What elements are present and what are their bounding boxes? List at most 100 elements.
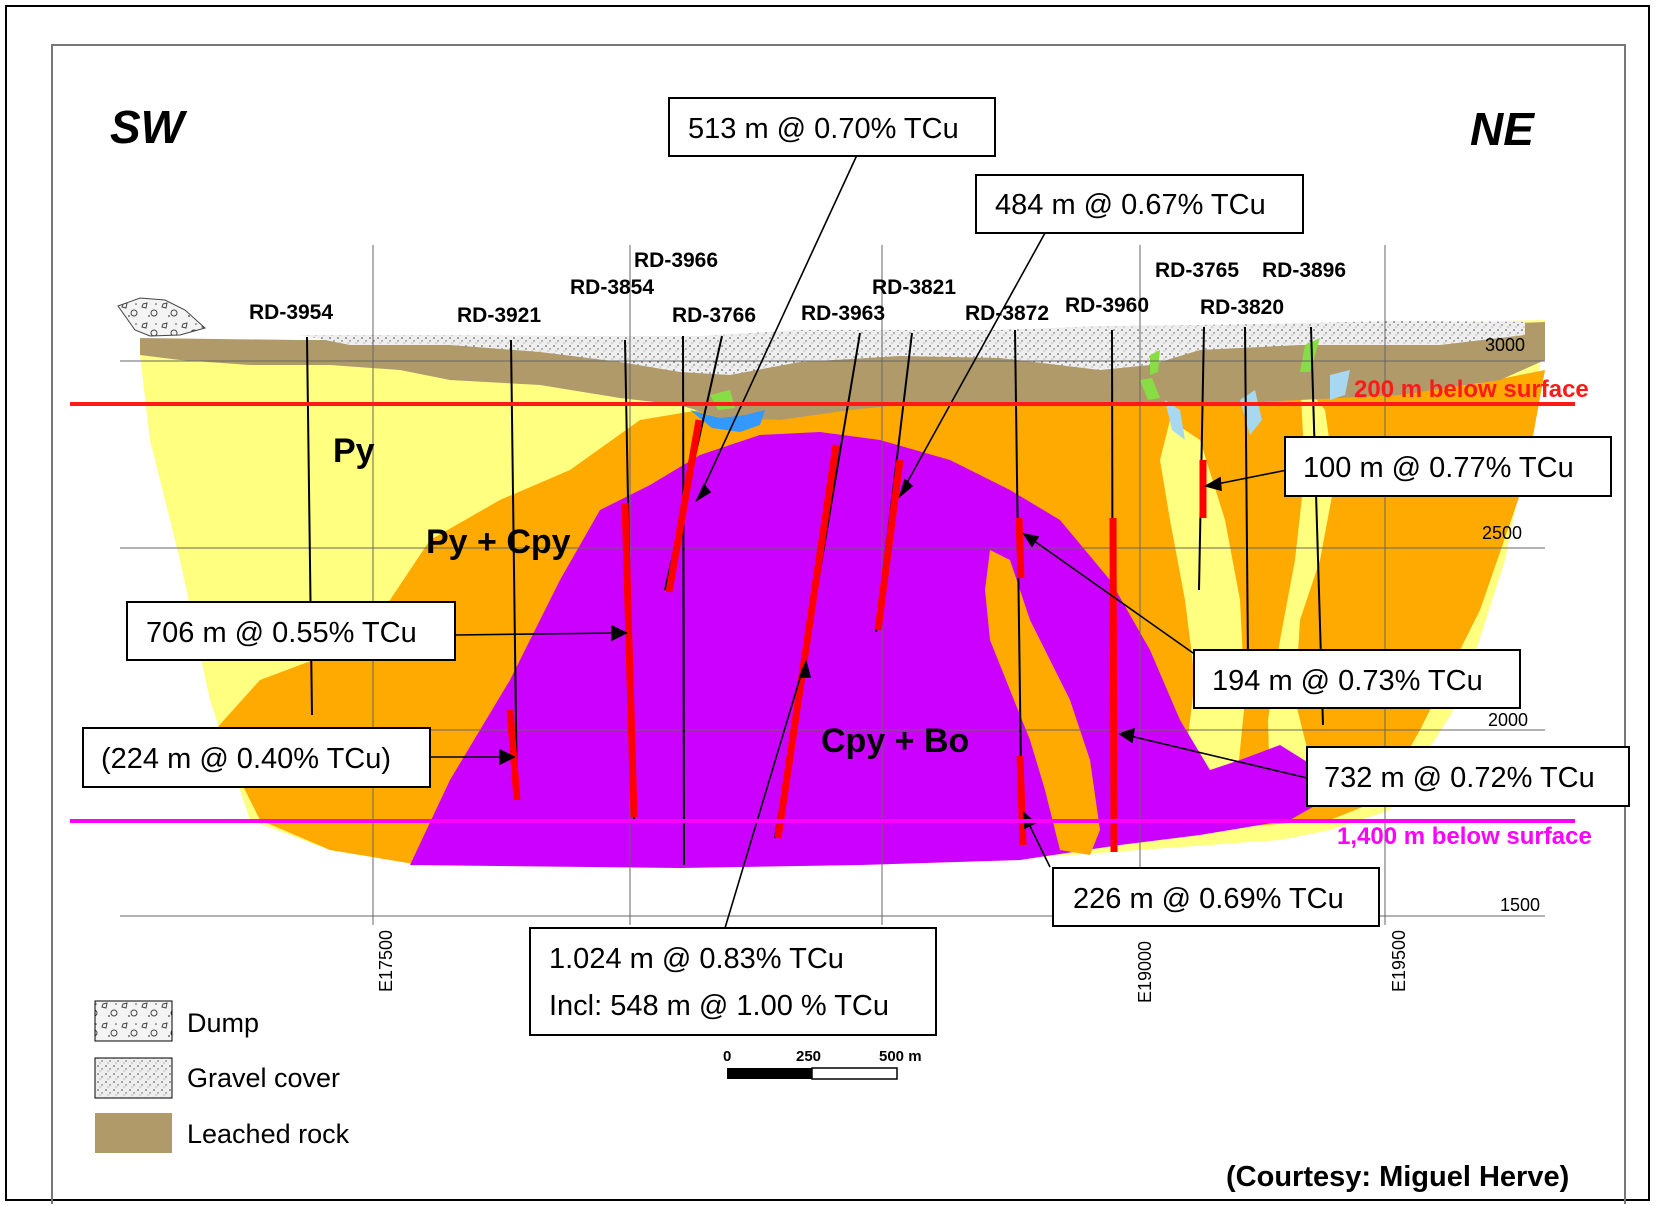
trace-rd-3966 [682,335,685,866]
leader-484-arrowhead [898,478,914,499]
leader-513 [699,154,858,496]
scale-tick-0: 0 [723,1048,731,1065]
dump-pile [117,297,207,337]
callout-706-text: 706 m @ 0.55% TCu [146,617,417,649]
leader-1024 [724,667,804,929]
lightblue-lens-1 [1165,400,1185,440]
callout-1024: 1.024 m @ 0.83% TCu Incl: 548 m @ 1.00 %… [529,927,937,1036]
leader-194 [1029,537,1204,661]
intercept-callouts: 513 m @ 0.70% TCu 484 m @ 0.67% TCu 100 … [82,97,1630,1036]
callout-484-text: 484 m @ 0.67% TCu [995,189,1266,221]
scale-tick-500: 500 m [879,1048,922,1065]
leader-194-arrowhead [1022,532,1040,548]
callout-226-box [1052,867,1380,927]
leader-706 [454,632,621,636]
callout-100: 100 m @ 0.77% TCu [1284,436,1612,497]
label-200m-below-surface: 200 m below surface [1354,376,1589,403]
callout-1024-box [529,927,937,1036]
intercept-segments [506,419,1207,853]
leader-100-arrowhead [1203,476,1222,492]
callout-706-box [126,601,456,661]
callout-513-box [668,97,996,157]
py-cpy-inlier [985,550,1100,855]
direction-sw: SW [110,101,188,153]
green-lens-1 [1150,350,1160,375]
callout-224: (224 m @ 0.40% TCu) [82,727,431,788]
scale-bar-black [727,1068,812,1079]
intercept-484 [874,459,904,631]
legend: Dump Gravel cover Leached rock [94,1000,350,1153]
callout-732-box [1306,746,1630,807]
leader-706-arrowhead [611,624,628,642]
leader-513-arrowhead [695,483,712,503]
callout-194-box [1193,649,1521,709]
hole-label-rd-3960: RD-3960 [1065,294,1149,317]
hole-label-rd-3872: RD-3872 [965,302,1049,325]
callout-513: 513 m @ 0.70% TCu [668,97,996,157]
callout-226-text: 226 m @ 0.69% TCu [1073,883,1344,915]
leader-1024-arrowhead [798,659,812,678]
callout-194: 194 m @ 0.73% TCu [1193,649,1521,709]
callout-513-text: 513 m @ 0.70% TCu [688,113,959,145]
intercept-224 [506,709,521,801]
leader-732-arrowhead [1118,727,1135,744]
blue-lens [690,410,765,432]
easting-e17500: E17500 [376,930,396,992]
leader-226 [1026,819,1051,868]
elevation-2500: 2500 [1482,523,1522,543]
zone-label-cpy-bo: Cpy + Bo [821,722,969,760]
elevation-1500: 1500 [1500,895,1540,915]
scale-tick-250: 250 [796,1048,821,1065]
gravel-cover [300,321,1525,375]
lightblue-lens-3 [1330,370,1350,400]
hole-label-rd-3966: RD-3966 [634,249,718,272]
green-lens-3 [1140,378,1160,400]
callout-484: 484 m @ 0.67% TCu [975,174,1304,234]
leader-224-arrowhead [499,748,516,766]
hole-label-rd-3765: RD-3765 [1155,259,1239,282]
legend-swatch-dump [94,1000,173,1042]
geology [117,297,1545,868]
easting-labels: E17500 E19000 E19500 [376,930,1409,1003]
intercept-194 [1015,517,1025,579]
intercept-732 [1109,517,1118,853]
hole-label-rd-3963: RD-3963 [801,302,885,325]
py-zone-right-1 [1160,420,1245,840]
callout-224-text: (224 m @ 0.40% TCu) [101,743,391,775]
elevation-3000: 3000 [1485,335,1525,355]
trace-rd-3921 [510,339,518,801]
drill-hole-labels: RD-3954 RD-3921 RD-3854 RD-3966 RD-3766 … [249,249,1346,327]
hole-label-rd-3954: RD-3954 [249,301,333,324]
hole-label-rd-3896: RD-3896 [1262,259,1346,282]
cpy-bo-zone [410,432,1325,868]
hole-label-rd-3766: RD-3766 [672,304,756,327]
scale-bar-white [811,1067,898,1080]
legend-label-gravel: Gravel cover [187,1063,340,1093]
trace-rd-3765 [1198,326,1205,591]
label-1400m-below-surface: 1,400 m below surface [1337,823,1592,850]
callout-100-box [1284,436,1612,497]
trace-rd-3820 [1244,326,1249,661]
leader-484 [902,232,1046,491]
easting-e19000: E19000 [1135,941,1155,1003]
intercept-226 [1016,755,1027,846]
section-frame [51,44,1626,1204]
intercept-513 [665,419,703,593]
zone-label-py-cpy: Py + Cpy [426,523,571,561]
hole-label-rd-3921: RD-3921 [457,304,541,327]
green-lens-2 [1300,338,1320,372]
legend-swatch-leached [95,1113,172,1153]
callout-732: 732 m @ 0.72% TCu [1306,746,1630,807]
elevation-2000: 2000 [1488,710,1528,730]
intercept-706 [621,502,638,818]
leader-732 [1125,734,1308,779]
hole-label-rd-3854: RD-3854 [570,276,654,299]
callout-484-box [975,174,1304,234]
callout-226: 226 m @ 0.69% TCu [1052,867,1380,927]
leader-100 [1211,469,1288,486]
callout-100-text: 100 m @ 0.77% TCu [1303,452,1574,484]
intercept-1024 [774,444,840,839]
callout-224-box [82,727,431,788]
callout-1024-incl-text: Incl: 548 m @ 1.00 % TCu [549,990,889,1022]
